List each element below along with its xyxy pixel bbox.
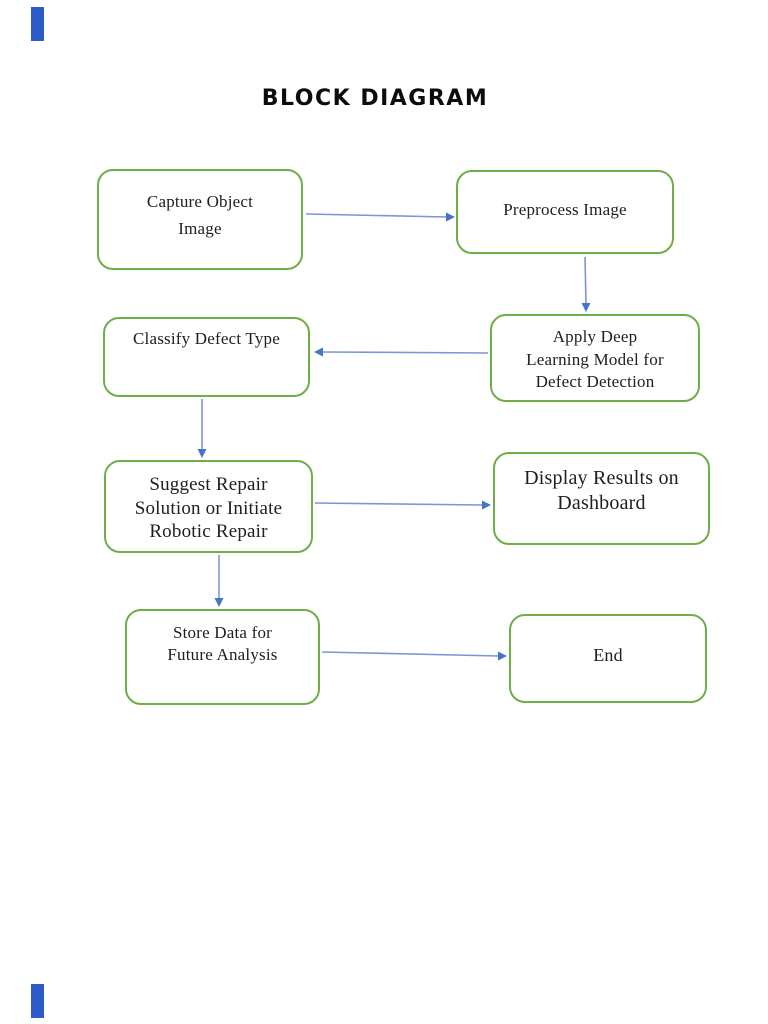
arrow-store-to-end [321,651,507,661]
page-edge-marker-bottom [31,984,44,1018]
arrowhead-right-icon [446,212,455,222]
node-capture-object-image: Capture Object Image [97,169,303,270]
arrow-preprocess-to-apply [581,256,591,312]
node-display-results-dashboard: Display Results on Dashboard [493,452,710,545]
arrowhead-left-icon [314,347,323,357]
arrow-suggest-to-display [314,500,491,510]
page-edge-marker-top [31,7,44,41]
node-apply-deep-learning-model: Apply Deep Learning Model for Defect Det… [490,314,700,402]
arrow-apply-to-classify [314,347,489,357]
page-title: BLOCK DIAGRAM [261,86,489,111]
arrowhead-down-icon [197,449,207,458]
node-preprocess-image: Preprocess Image [456,170,674,254]
node-suggest-repair-solution: Suggest Repair Solution or Initiate Robo… [104,460,313,553]
arrowhead-down-icon [581,303,591,312]
arrowhead-right-icon [498,651,507,661]
node-store-data-future-analysis: Store Data for Future Analysis [125,609,320,705]
arrowhead-right-icon [482,500,491,510]
arrow-capture-to-preprocess [305,212,455,222]
node-classify-defect-type: Classify Defect Type [103,317,310,397]
arrowhead-down-icon [214,598,224,607]
node-end: End [509,614,707,703]
arrow-classify-to-suggest [197,399,207,458]
arrow-suggest-to-store [214,555,224,607]
